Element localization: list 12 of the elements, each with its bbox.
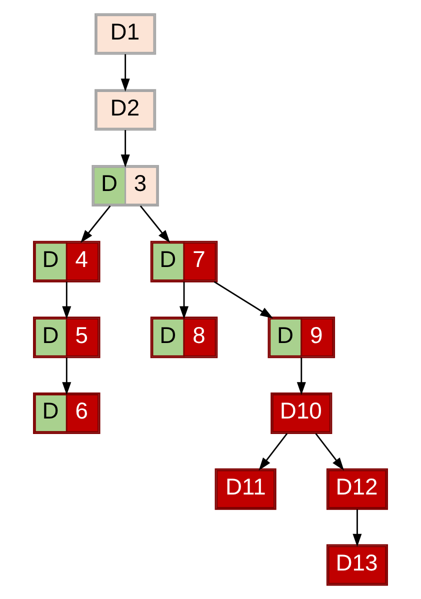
arrow (140, 205, 170, 243)
arrow (80, 205, 111, 243)
arrow (296, 358, 306, 396)
arrow (258, 433, 288, 470)
arrow (180, 282, 189, 320)
arrow (120, 130, 130, 168)
arrow (214, 281, 274, 318)
arrow (315, 433, 344, 470)
arrow (62, 358, 72, 396)
arrow (352, 509, 362, 547)
arrow (120, 54, 130, 92)
arrow (62, 282, 72, 320)
